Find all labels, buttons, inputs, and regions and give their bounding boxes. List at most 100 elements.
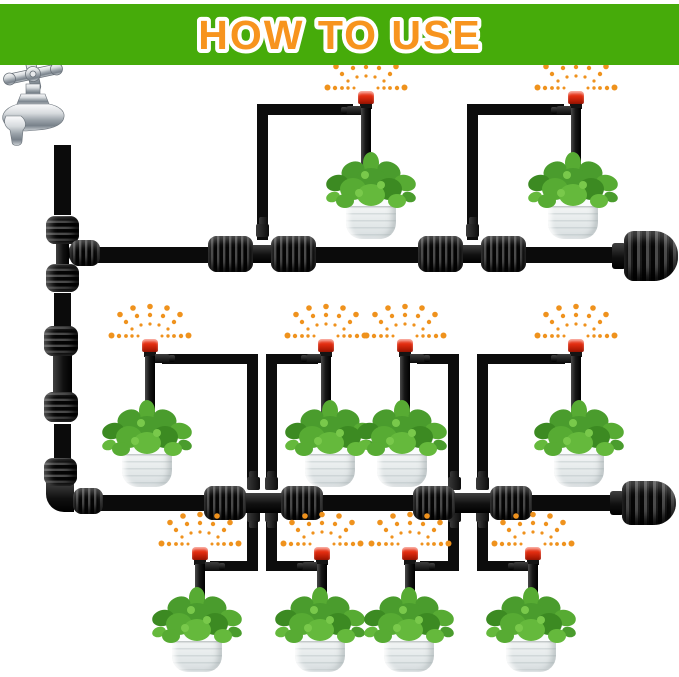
sprayer-inlet-barb	[508, 562, 528, 571]
main-line-2	[100, 495, 619, 511]
sprayer-inlet-barb	[297, 562, 317, 571]
barb-outlet	[267, 471, 276, 478]
page-title-graphic: HOW TO USE	[194, 8, 483, 62]
barb-outlet	[267, 521, 276, 528]
feeder-tube	[210, 561, 258, 571]
sprayer-cap	[402, 547, 418, 560]
plant-foliage	[355, 400, 449, 456]
plant-foliage	[324, 152, 418, 208]
plant-foliage	[532, 400, 626, 456]
left-riser-segment	[54, 424, 71, 462]
plant-foliage	[526, 152, 620, 208]
plug-stub	[612, 243, 626, 269]
sprayer-cap	[568, 91, 584, 104]
plug-cap	[622, 481, 676, 525]
barb-outlet	[256, 224, 269, 237]
sprayer-stake	[405, 564, 415, 610]
sprayer-collar	[404, 560, 416, 565]
feeder-tube	[448, 516, 459, 566]
sprayer-collar	[316, 560, 328, 565]
left-riser-segment	[54, 293, 71, 329]
lock-nut	[418, 236, 463, 272]
spray-dots-icon	[108, 303, 192, 339]
lock-nut	[73, 488, 103, 514]
lock-nut	[204, 486, 246, 520]
sprayer-stake	[317, 564, 327, 610]
header-banner: HOW TO USE	[0, 4, 679, 65]
lock-nut	[44, 392, 78, 422]
plant-foliage	[100, 400, 194, 456]
feeder-tube	[266, 516, 277, 566]
barb-outlet	[476, 477, 489, 490]
barb-outlet	[466, 224, 479, 237]
spray-dots-icon	[158, 511, 242, 547]
feeder-tube	[266, 354, 318, 364]
sprayer-cap	[314, 547, 330, 560]
sprayer-stake	[571, 108, 581, 172]
barb-outlet	[478, 471, 487, 478]
barb-outlet	[450, 521, 459, 528]
sprayer-cap	[142, 339, 158, 352]
lock-nut	[413, 486, 455, 520]
barb-outlet	[259, 217, 268, 225]
feeder-tube	[477, 354, 565, 364]
sprayer-stake	[571, 356, 581, 414]
sprayer-cap	[318, 339, 334, 352]
lock-nut	[44, 458, 77, 486]
sprayer-stake	[400, 356, 410, 414]
water-tap-icon	[2, 58, 65, 146]
sprayer-stake	[321, 356, 331, 414]
page-title: HOW TO USE	[198, 12, 481, 58]
spray-dots-icon	[368, 511, 452, 547]
sprayer-collar	[399, 352, 411, 357]
manifold-body	[449, 493, 494, 513]
sprayer-cap	[568, 339, 584, 352]
barb-outlet	[478, 521, 487, 528]
lock-nut	[271, 236, 316, 272]
sprayer-collar	[527, 560, 539, 565]
tee-body	[246, 245, 279, 263]
barb-outlet	[469, 217, 478, 225]
barb-outlet	[265, 477, 278, 490]
sprayer-cap	[397, 339, 413, 352]
feeder-tube	[467, 104, 564, 115]
main-line-1	[95, 247, 619, 263]
sprayer-collar	[570, 104, 582, 109]
plant-foliage	[362, 587, 456, 643]
plant-foliage	[273, 587, 367, 643]
sprayer-inlet-barb	[301, 354, 321, 363]
feeder-tube	[477, 354, 488, 486]
sprayer-inlet-barb	[341, 106, 361, 115]
sprayer-cap	[358, 91, 374, 104]
feeder-tube	[477, 516, 488, 566]
feeder-tube	[266, 561, 314, 571]
sprayer-inlet-barb	[155, 354, 175, 363]
lock-nut	[70, 240, 100, 266]
feeder-tube	[247, 354, 258, 486]
sprayer-collar	[570, 352, 582, 357]
sprayer-stake	[145, 356, 155, 414]
spray-dots-icon	[280, 511, 364, 547]
coupling-body	[53, 352, 72, 396]
sprayer-cap	[192, 547, 208, 560]
feeder-tube	[266, 354, 277, 486]
lock-nut	[46, 216, 79, 244]
plug-cap	[624, 231, 678, 281]
feeder-tube	[477, 561, 525, 571]
lock-nut	[481, 236, 526, 272]
feeder-tube	[448, 354, 459, 486]
lock-nut	[46, 264, 79, 292]
elbow-body	[46, 482, 74, 512]
feeder-tube	[257, 104, 268, 240]
sprayer-stake	[361, 108, 371, 172]
spray-dots-icon	[363, 303, 447, 339]
manifold-body	[240, 493, 285, 513]
sprayer-collar	[360, 104, 372, 109]
feeder-tube	[247, 516, 258, 566]
plant-foliage	[150, 587, 244, 643]
tee-body	[56, 238, 69, 270]
sprayer-collar	[144, 352, 156, 357]
sprayer-stake	[195, 564, 205, 610]
lock-nut	[490, 486, 532, 520]
